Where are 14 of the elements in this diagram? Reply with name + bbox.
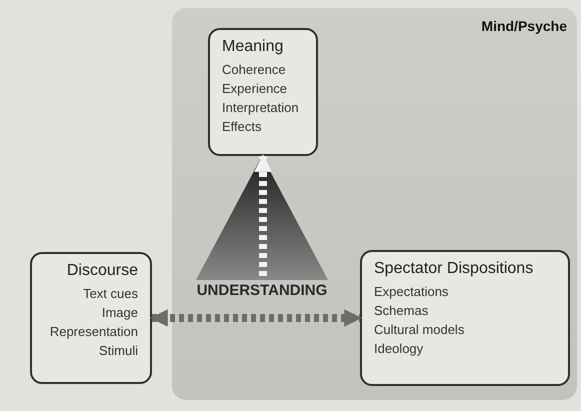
concept-box	[30, 252, 152, 384]
item-list: Text cues Image Representation Stimuli	[48, 284, 138, 360]
box-heading: Meaning	[222, 38, 284, 56]
mind-panel	[172, 8, 577, 400]
item-list: Coherence Experience Interpretation Effects	[222, 60, 299, 136]
box-heading: Spectator Dispositions	[374, 260, 534, 278]
concept-box	[360, 250, 570, 386]
item-list: Expectations Schemas Cultural models Ideology	[374, 282, 470, 358]
panel-title: Mind/Psyche	[481, 18, 567, 34]
dashed-arrow	[254, 154, 272, 276]
box-heading: Discourse	[66, 262, 138, 280]
triangle-label: UNDERSTANDING	[196, 282, 328, 299]
dashed-arrow	[150, 309, 362, 327]
concept-box	[208, 28, 318, 156]
